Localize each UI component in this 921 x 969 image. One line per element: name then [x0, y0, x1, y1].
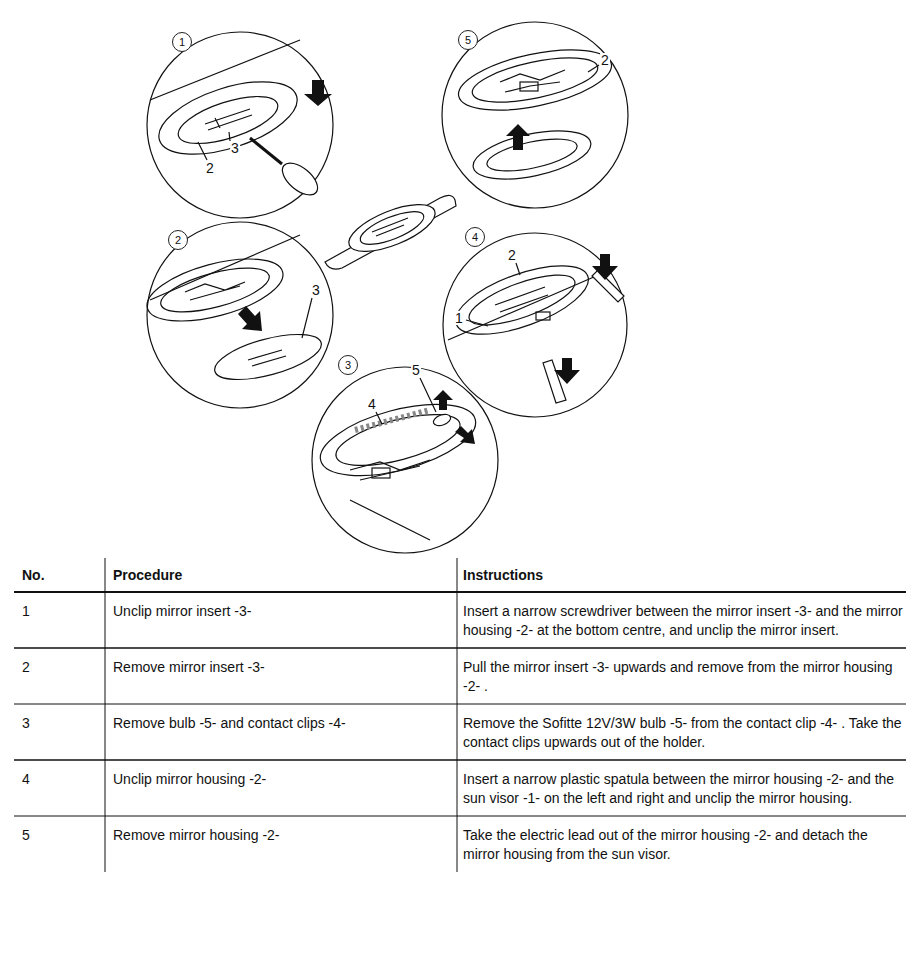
step-number: 2	[175, 235, 181, 246]
step-2-view	[141, 222, 333, 408]
table-rule	[14, 647, 906, 649]
table-cell: 5	[22, 826, 100, 845]
callout-number: 2	[205, 161, 215, 175]
step-4-view	[443, 233, 627, 417]
visor-mirror	[325, 195, 456, 269]
table-cell: Take the electric lead out of the mirror…	[463, 826, 908, 864]
callout-number: 4	[367, 397, 377, 411]
table-rule	[457, 558, 458, 872]
table-rule	[14, 816, 906, 817]
step-number: 1	[179, 37, 185, 48]
step-3-view	[312, 367, 498, 553]
step-number-circle: 2	[168, 230, 188, 250]
step-number: 4	[472, 232, 478, 243]
step-number-circle: 3	[338, 355, 358, 375]
table-cell: Unclip mirror insert -3-	[113, 602, 448, 621]
table-cell: 1	[22, 602, 100, 621]
step-number: 3	[345, 360, 351, 371]
table-cell: Remove the Sofitte 12V/3W bulb -5- from …	[463, 714, 908, 752]
table-cell: Insert a narrow screwdriver between the …	[463, 602, 908, 640]
table-rule	[14, 704, 906, 705]
step-number: 5	[465, 35, 471, 46]
table-cell: Remove bulb -5- and contact clips -4-	[113, 714, 448, 733]
table-rule	[14, 759, 906, 761]
step-5-view	[442, 22, 628, 208]
table-cell: Remove mirror insert -3-	[113, 658, 448, 677]
table-cell: 4	[22, 770, 100, 789]
step-number-circle: 1	[172, 32, 192, 52]
table-header: No.	[22, 566, 100, 585]
callout-number: 2	[600, 53, 610, 67]
table-cell: Unclip mirror housing -2-	[113, 770, 448, 789]
callout-number: 5	[411, 363, 421, 377]
table-cell: Insert a narrow plastic spatula between …	[463, 770, 908, 808]
table-rule	[14, 591, 906, 593]
table-rule	[105, 558, 106, 872]
table-header: Procedure	[113, 566, 448, 585]
table-cell: 2	[22, 658, 100, 677]
step-1-view	[147, 32, 333, 218]
step-number-circle: 4	[465, 227, 485, 247]
callout-number: 3	[230, 141, 240, 155]
step-number-circle: 5	[458, 30, 478, 50]
callout-number: 2	[507, 248, 517, 262]
table-cell: 3	[22, 714, 100, 733]
table-header: Instructions	[463, 566, 908, 585]
callout-number: 3	[311, 283, 321, 297]
callout-number: 1	[454, 311, 464, 325]
table-cell: Pull the mirror insert -3- upwards and r…	[463, 658, 908, 696]
table-cell: Remove mirror housing -2-	[113, 826, 448, 845]
